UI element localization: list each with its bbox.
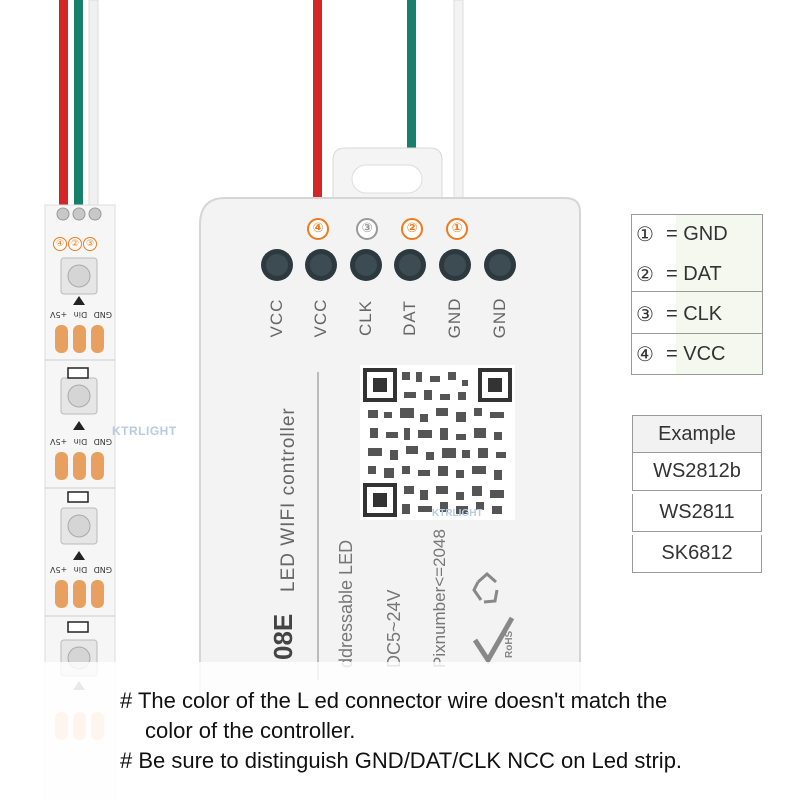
legend-text: = GND: [666, 222, 728, 245]
note-line-3: # Be sure to distinguish GND/DAT/CLK NCC…: [120, 748, 683, 773]
controller-watermark: KTRLIGHT: [432, 508, 483, 519]
pad-label-din: Din: [73, 437, 88, 446]
controller-pin-label-3: ③: [356, 218, 378, 240]
terminal-label: VCC: [311, 298, 330, 338]
terminal-label: GND: [490, 297, 509, 339]
controller-pin-label-4: ④: [307, 218, 329, 240]
rohs-text: RoHS: [504, 630, 515, 658]
pad-label-gnd: GND: [93, 310, 112, 319]
qr-code: [360, 365, 515, 520]
controller-pin-label-2: ②: [401, 218, 423, 240]
terminal-label: DAT: [400, 300, 419, 336]
strip-pad-labels: GND Din +5V: [50, 310, 112, 319]
pad-label-gnd: GND: [93, 437, 112, 446]
pad-label-din: Din: [73, 565, 88, 574]
example-item: SK6812: [632, 535, 762, 573]
pad-label-5v: +5V: [50, 310, 68, 319]
solder-joint: [72, 207, 86, 221]
pad-label-gnd: GND: [93, 565, 112, 574]
note-line-1: # The color of the L ed connector wire d…: [120, 688, 668, 713]
legend-row-vcc: ④ = VCC: [632, 335, 762, 373]
legend-num: ③: [636, 303, 654, 326]
controller-model-fragment: 08E: [268, 613, 298, 660]
strip-pin-label: ②: [68, 237, 82, 251]
legend-accent: [676, 215, 762, 374]
controller-wire-white: [453, 0, 464, 221]
pad-label-din: Din: [73, 310, 88, 319]
recycle-icon: [472, 571, 499, 604]
strip-pad-labels: GND Din +5V: [50, 437, 112, 446]
legend-text: = DAT: [666, 262, 722, 285]
pad-label-5v: +5V: [50, 565, 68, 574]
terminal-label: GND: [445, 297, 464, 339]
controller-pin-label-1: ①: [446, 218, 468, 240]
example-item: WS2811: [632, 494, 762, 532]
legend-row-clk: ③ = CLK: [632, 295, 762, 333]
strip-wire-green: [74, 0, 83, 205]
controller-wire-green: [407, 0, 416, 220]
strip-watermark: KTRLIGHT: [112, 424, 177, 438]
legend-row-gnd: ① = GND: [632, 215, 762, 253]
example-item: WS2812b: [632, 453, 762, 491]
controller-product-text: LED WIFI controller: [278, 407, 299, 592]
strip-pin-label: ④: [53, 237, 67, 251]
controller-wire-red: [313, 0, 322, 220]
terminal-screws: [261, 249, 516, 281]
controller-tab-hole: [351, 164, 423, 194]
pin-legend: [631, 214, 763, 375]
legend-num: ④: [636, 343, 654, 366]
legend-text: = VCC: [666, 342, 726, 365]
controller-spec-led: ddressable LED: [336, 539, 356, 668]
strip-wire-red: [59, 0, 68, 205]
solder-joint: [88, 207, 102, 221]
notes-overlay: [0, 662, 800, 800]
strip-pad-labels: GND Din +5V: [50, 565, 112, 574]
example-header: Example: [632, 415, 762, 453]
legend-divider: [632, 333, 762, 334]
legend-text: = CLK: [666, 302, 723, 325]
rohs-check-icon: [472, 616, 515, 665]
controller-spec-pixels: Pixnumber<=2048: [430, 529, 449, 668]
terminal-label: VCC: [267, 298, 286, 338]
legend-num: ①: [636, 223, 654, 246]
strip-pin-label: ③: [83, 237, 97, 251]
legend-divider: [632, 291, 762, 292]
strip-wire-white: [88, 0, 99, 206]
terminal-label: CLK: [356, 299, 375, 337]
legend-row-dat: ② = DAT: [632, 255, 762, 293]
controller-spec-voltage: DC5~24V: [384, 589, 404, 668]
note-line-2: color of the controller.: [145, 718, 356, 743]
pad-label-5v: +5V: [50, 437, 68, 446]
legend-num: ②: [636, 263, 654, 286]
solder-joint: [56, 207, 70, 221]
strip-top-pin-labels: ④ ② ③: [53, 237, 97, 251]
